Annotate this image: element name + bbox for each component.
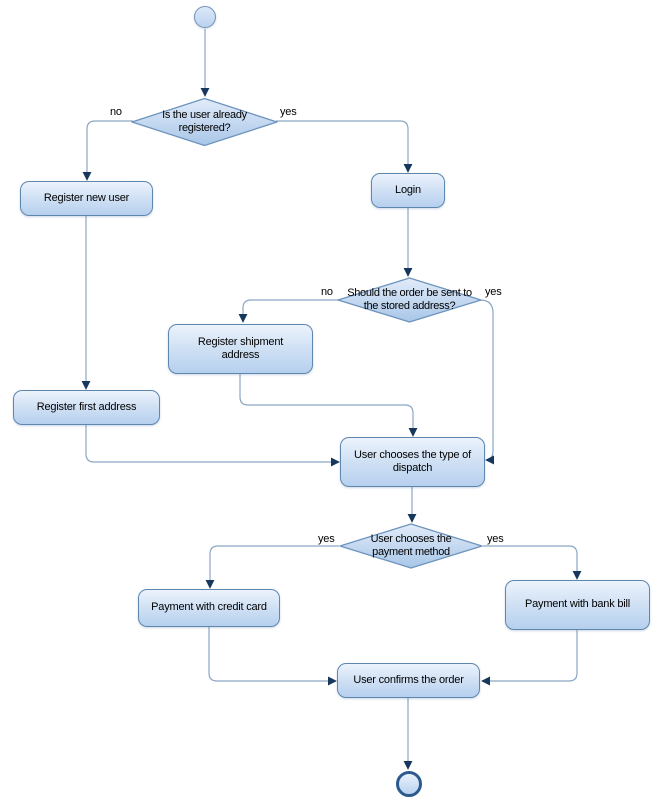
decision-stored-address-label: Should the order be sent to the stored a…	[347, 287, 472, 312]
node-payment-credit-card: Payment with credit card	[138, 589, 280, 627]
node-login: Login	[371, 173, 445, 208]
edge-stored-no-to-register-shipment-address	[238, 299, 339, 323]
edge-bank-bill-to-confirm-order	[481, 630, 578, 686]
node-payment-bank-bill: Payment with bank bill	[505, 580, 650, 630]
edge-label-registered-yes: yes	[280, 106, 297, 118]
decision-registered-label: Is the user already registered?	[162, 109, 247, 134]
decision-stored-address-shape	[337, 277, 482, 323]
node-login-label: Login	[395, 183, 421, 196]
edge-label-payment-bank-yes: yes	[487, 533, 504, 545]
node-register-new-user-label: Register new user	[43, 191, 130, 204]
start-node	[194, 6, 216, 28]
edge-credit-card-to-confirm-order	[208, 627, 337, 686]
edge-register-first-address-to-choose-dispatch	[85, 425, 340, 467]
edge-label-stored-yes: yes	[485, 286, 502, 298]
end-node	[396, 771, 422, 797]
edge-payment-yes-to-bank-bill	[483, 545, 582, 580]
edge-stored-yes-to-choose-dispatch	[479, 299, 495, 465]
decision-payment-label: User chooses the payment method	[370, 533, 452, 558]
node-payment-credit-card-label: Payment with credit card	[151, 601, 267, 614]
edge-label-payment-credit-yes: yes	[318, 533, 335, 545]
node-register-first-address-label: Register first address	[36, 400, 137, 413]
node-register-first-address: Register first address	[13, 390, 160, 425]
node-confirm-order-label: User confirms the order	[353, 673, 464, 686]
decision-registered-shape	[131, 97, 278, 147]
edge-payment-yes-to-credit-card	[205, 545, 339, 589]
node-choose-dispatch-label: User chooses the type of dispatch	[354, 448, 471, 474]
node-payment-bank-bill-label: Payment with bank bill	[524, 598, 631, 611]
node-confirm-order: User confirms the order	[337, 663, 480, 698]
node-choose-dispatch: User chooses the type of dispatch	[340, 437, 485, 487]
edge-registered-yes-to-login	[276, 120, 413, 173]
edge-register-shipment-address-to-choose-dispatch	[239, 374, 418, 437]
edge-registered-no-to-register-new-user	[82, 120, 133, 181]
decision-payment-shape	[339, 523, 483, 569]
edge-label-registered-no: no	[110, 106, 122, 118]
edge-label-stored-no: no	[321, 286, 333, 298]
node-register-shipment-address: Register shipment address	[168, 324, 313, 374]
node-register-new-user: Register new user	[20, 181, 153, 216]
node-register-shipment-address-label: Register shipment address	[197, 335, 284, 361]
